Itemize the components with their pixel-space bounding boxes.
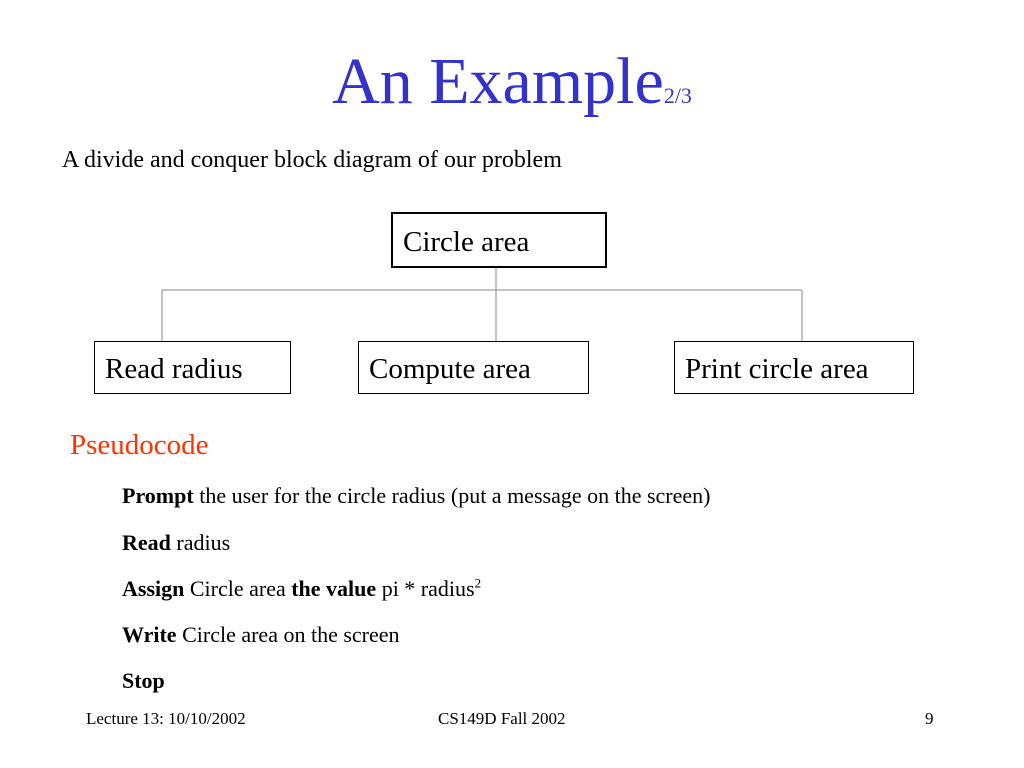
pseudocode-step-prompt: Prompt the user for the circle radius (p…: [122, 482, 711, 510]
pseudocode-step-read: Read radius: [122, 529, 230, 557]
footer-lecture-date: Lecture 13: 10/10/2002: [86, 709, 246, 728]
pseudocode-step-assign: Assign Circle area the value pi * radius…: [122, 575, 481, 603]
step-keyword: Write: [122, 622, 177, 647]
footer-page-number: 9: [925, 709, 934, 728]
step-text: Circle area: [184, 576, 292, 601]
pseudocode-step-stop: Stop: [122, 667, 165, 695]
step-keyword: Read: [122, 530, 171, 555]
slide-title-page-fraction: 2/3: [663, 83, 692, 108]
pseudocode-heading: Pseudocode: [70, 429, 209, 461]
step-text: Circle area on the screen: [176, 622, 400, 647]
block-compute-area: Compute area: [358, 341, 589, 394]
step-text-2: pi * radius: [376, 576, 475, 601]
step-text: the user for the circle radius (put a me…: [193, 483, 711, 508]
step-superscript: 2: [474, 575, 482, 591]
block-print-circle-area: Print circle area: [674, 341, 914, 394]
step-text: radius: [170, 530, 231, 555]
block-circle-area: Circle area: [391, 212, 607, 268]
step-keyword-2: the value: [291, 576, 377, 601]
step-keyword: Prompt: [122, 483, 194, 508]
step-keyword: Stop: [122, 668, 165, 693]
footer-course: CS149D Fall 2002: [438, 709, 566, 728]
block-read-radius: Read radius: [94, 341, 291, 394]
pseudocode-step-write: Write Circle area on the screen: [122, 621, 400, 649]
slide-subtitle: A divide and conquer block diagram of ou…: [62, 147, 562, 173]
slide-title-main: An Example: [332, 45, 664, 118]
slide-title: An Example2/3: [0, 42, 1024, 136]
step-keyword: Assign: [122, 576, 185, 601]
